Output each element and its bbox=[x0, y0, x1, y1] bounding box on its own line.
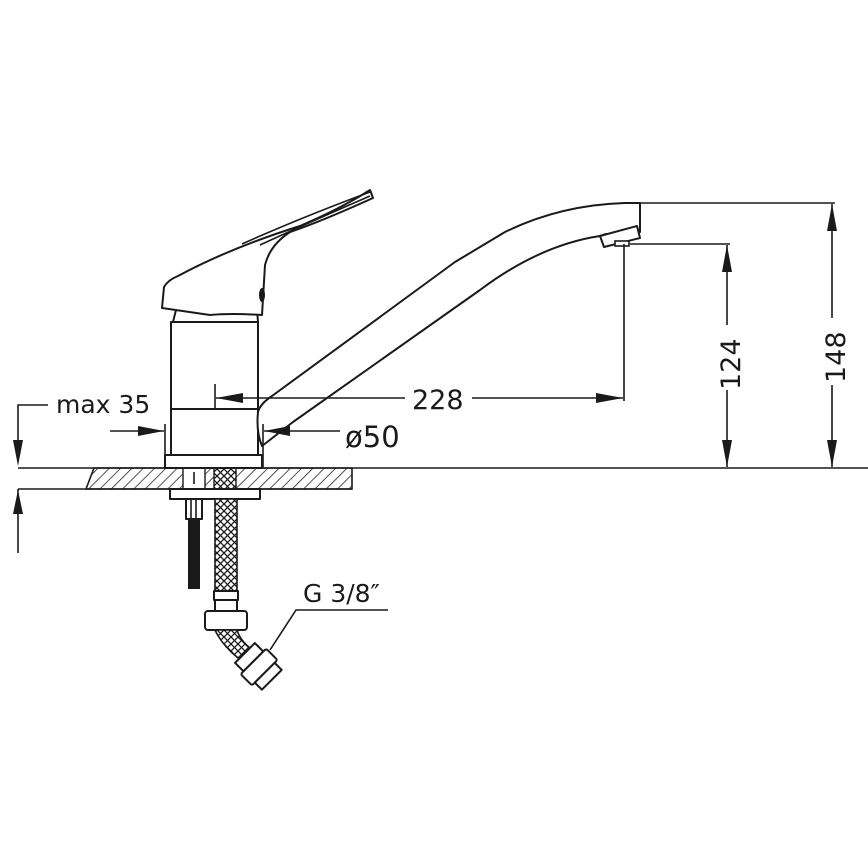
dimension-outlet-height: 124 bbox=[630, 243, 747, 467]
base-flange bbox=[164, 454, 263, 469]
dimension-base-diameter: ø50 bbox=[110, 420, 400, 467]
base-diameter-label: ø50 bbox=[345, 420, 400, 454]
countertop-section bbox=[18, 467, 868, 490]
flexible-hose bbox=[213, 498, 239, 613]
lever-handle bbox=[161, 189, 374, 316]
connection-thread-label: G 3/8″ bbox=[303, 579, 380, 608]
dimension-max-thickness: max 35 bbox=[13, 390, 150, 553]
mixer-body bbox=[170, 309, 259, 456]
mounting-stud bbox=[185, 498, 203, 589]
max-thickness-label: max 35 bbox=[56, 390, 150, 419]
mounting-plate bbox=[169, 488, 261, 500]
swivel-spout bbox=[256, 202, 641, 447]
aerator bbox=[599, 225, 641, 248]
spout-reach-label: 228 bbox=[412, 385, 464, 416]
hose-nut-fitting bbox=[204, 610, 283, 691]
outlet-height-label: 124 bbox=[716, 338, 747, 390]
dimension-spout-reach: 228 bbox=[214, 244, 625, 416]
dimension-total-height: 148 bbox=[640, 202, 852, 467]
total-height-label: 148 bbox=[821, 331, 852, 383]
callout-connection-thread: G 3/8″ bbox=[269, 579, 388, 651]
